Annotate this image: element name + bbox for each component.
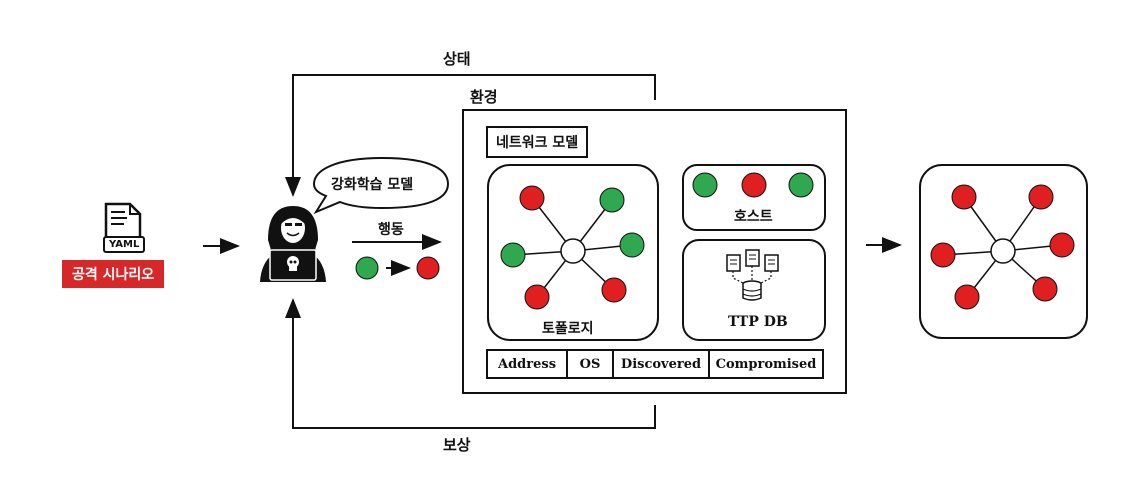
database-icon xyxy=(726,249,779,301)
table-column-compromised: Compromised xyxy=(715,356,817,372)
rl-speech-bubble xyxy=(312,156,450,215)
state-label: 상태 xyxy=(443,50,471,68)
yaml-badge: YAML xyxy=(103,236,146,253)
transition-node-after xyxy=(416,256,440,280)
result-hub xyxy=(990,238,1016,264)
topology-label: 토폴로지 xyxy=(542,321,594,337)
topology-node xyxy=(500,242,526,268)
topology-node xyxy=(599,187,625,213)
result-graph xyxy=(930,184,1075,310)
host-node xyxy=(692,172,718,198)
table-column-os: OS xyxy=(568,351,614,377)
reward-label: 보상 xyxy=(443,436,471,454)
result-node xyxy=(1028,184,1054,210)
transition-node-before xyxy=(355,256,379,280)
topology-node xyxy=(601,277,627,303)
topology-hub xyxy=(560,238,586,264)
network-model-title: 네트워크 모델 xyxy=(486,126,589,158)
hacker-icon xyxy=(260,206,326,282)
state-feedback-line xyxy=(285,74,656,197)
topology-node xyxy=(519,185,545,211)
rl-model-label: 강화학습 모델 xyxy=(331,177,414,193)
result-node xyxy=(1049,232,1075,258)
environment-box xyxy=(462,109,847,394)
topology-graph xyxy=(500,185,645,310)
host-node xyxy=(741,172,767,198)
result-node xyxy=(951,184,977,210)
ttp-db-label: TTP DB xyxy=(728,314,788,330)
environment-label: 환경 xyxy=(470,88,498,106)
host-attribute-table: Address OS Discovered Compromised xyxy=(486,349,824,379)
host-node xyxy=(788,172,814,198)
attack-scenario-label: 공격 시나리오 xyxy=(62,260,165,288)
action-label: 행동 xyxy=(378,222,404,238)
table-column-address: Address xyxy=(488,351,568,377)
result-node xyxy=(954,284,980,310)
reward-feedback-line xyxy=(285,298,656,429)
document-icon xyxy=(104,202,142,242)
topology-node xyxy=(619,232,645,258)
topology-node xyxy=(524,284,550,310)
host-label: 호스트 xyxy=(734,209,773,225)
result-node xyxy=(930,242,956,268)
result-node xyxy=(1032,276,1058,302)
table-column-discovered: Discovered xyxy=(614,351,710,377)
